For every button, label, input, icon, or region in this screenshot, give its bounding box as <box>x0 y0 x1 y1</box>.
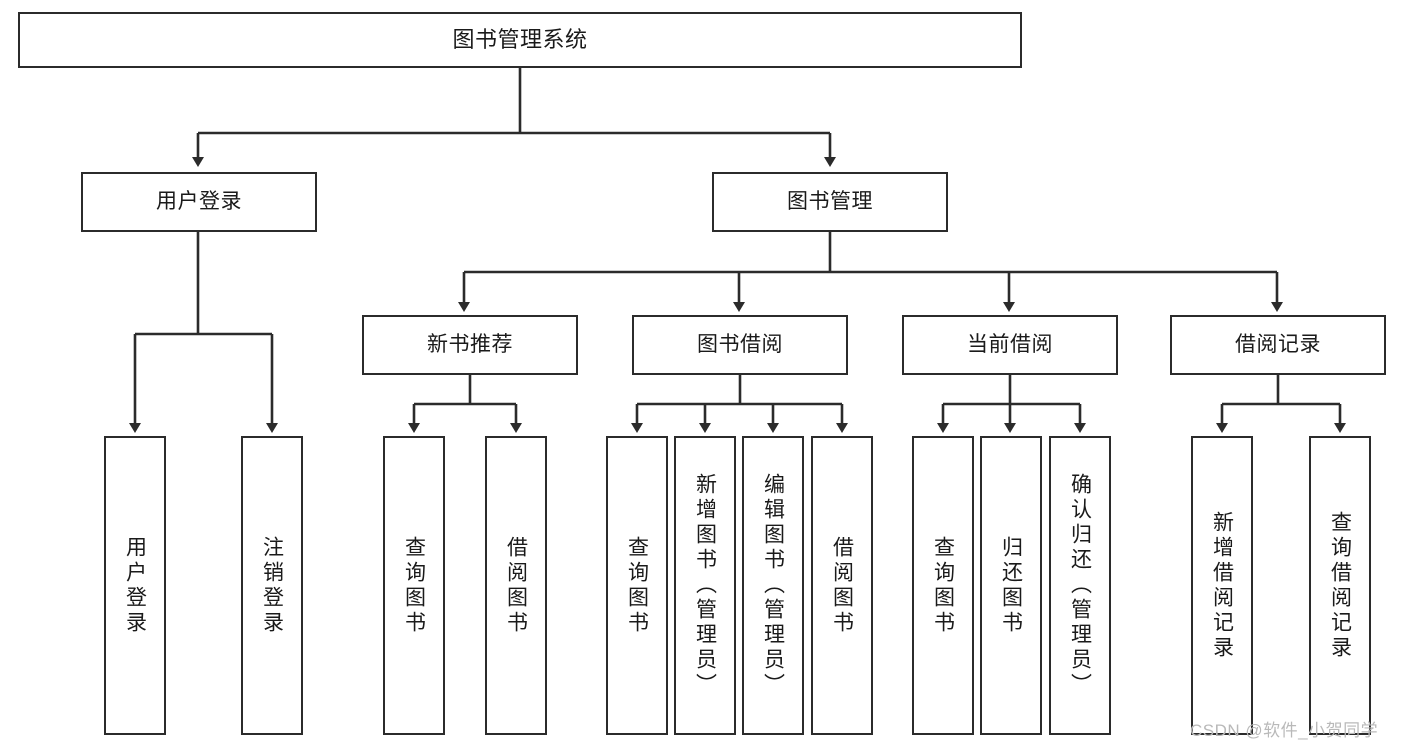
node-label: 借阅图书 <box>504 535 528 636</box>
node-label: 查询借阅记录 <box>1328 510 1352 661</box>
node-label: 注销登录 <box>260 535 284 636</box>
csdn-watermark: CSDN @软件_小贺同学 <box>1190 721 1379 740</box>
leaf-recommend-borrow-book[interactable]: 借阅图书 <box>485 436 547 735</box>
leaf-borrow-query-book[interactable]: 查询图书 <box>606 436 668 735</box>
node-label: 查询图书 <box>931 535 955 636</box>
node-label: 新书推荐 <box>427 332 513 356</box>
leaf-record-query-record[interactable]: 查询借阅记录 <box>1309 436 1371 735</box>
node-root-system[interactable]: 图书管理系统 <box>18 12 1022 68</box>
node-book-management[interactable]: 图书管理 <box>712 172 948 232</box>
leaf-user-login-login[interactable]: 用户登录 <box>104 436 166 735</box>
node-label: 图书借阅 <box>697 332 783 356</box>
leaf-borrow-borrow-book[interactable]: 借阅图书 <box>811 436 873 735</box>
node-borrow-record[interactable]: 借阅记录 <box>1170 315 1386 375</box>
node-label: 新增借阅记录 <box>1210 510 1234 661</box>
node-user-login[interactable]: 用户登录 <box>81 172 317 232</box>
node-current-borrow[interactable]: 当前借阅 <box>902 315 1118 375</box>
node-label: 借阅记录 <box>1235 332 1321 356</box>
node-label: 新增图书（管理员） <box>693 473 717 698</box>
leaf-recommend-query-book[interactable]: 查询图书 <box>383 436 445 735</box>
leaf-record-add-record[interactable]: 新增借阅记录 <box>1191 436 1253 735</box>
leaf-borrow-add-book-admin[interactable]: 新增图书（管理员） <box>674 436 736 735</box>
node-label: 查询图书 <box>402 535 426 636</box>
node-new-book-recommend[interactable]: 新书推荐 <box>362 315 578 375</box>
node-label: 图书管理系统 <box>452 27 588 53</box>
node-label: 归还图书 <box>999 535 1023 636</box>
leaf-user-login-logout[interactable]: 注销登录 <box>241 436 303 735</box>
node-label: 用户登录 <box>123 535 147 636</box>
node-book-borrow[interactable]: 图书借阅 <box>632 315 848 375</box>
node-label: 图书管理 <box>787 189 873 213</box>
node-label: 当前借阅 <box>967 332 1053 356</box>
leaf-borrow-edit-book-admin[interactable]: 编辑图书（管理员） <box>742 436 804 735</box>
leaf-current-return-book[interactable]: 归还图书 <box>980 436 1042 735</box>
leaf-current-query-book[interactable]: 查询图书 <box>912 436 974 735</box>
node-label: 确认归还（管理员） <box>1068 473 1092 698</box>
node-label: 用户登录 <box>156 189 242 213</box>
node-label: 借阅图书 <box>830 535 854 636</box>
node-label: 查询图书 <box>625 535 649 636</box>
node-label: 编辑图书（管理员） <box>761 473 785 698</box>
leaf-current-confirm-return-admin[interactable]: 确认归还（管理员） <box>1049 436 1111 735</box>
